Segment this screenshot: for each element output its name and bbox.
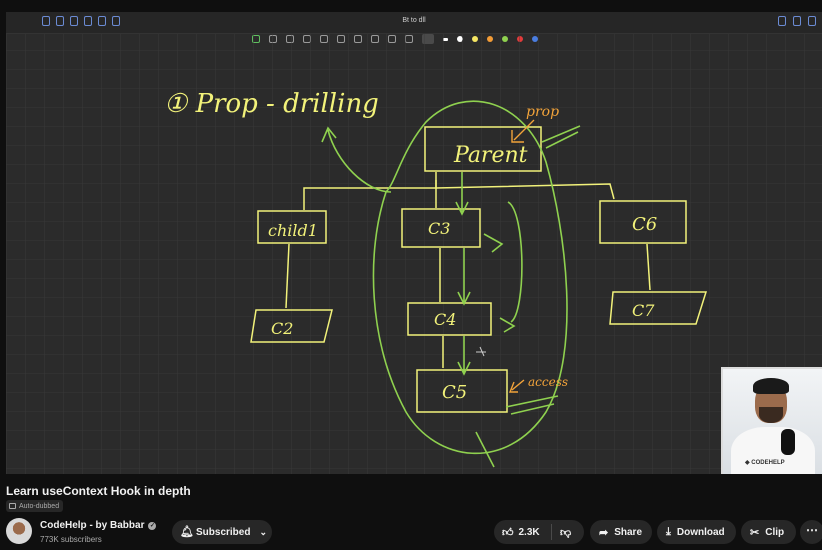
whiteboard-title: Bt to dll (402, 17, 426, 24)
video-player[interactable]: Bt to dll (6, 12, 822, 474)
child1-label: child1 (268, 221, 318, 240)
auto-dubbed-badge: Auto-dubbed (6, 500, 64, 512)
home-icon[interactable] (84, 16, 92, 26)
like-count: 2.3K (518, 526, 540, 538)
sidebar-icon[interactable] (56, 16, 64, 26)
whiteboard-left-controls (42, 16, 120, 26)
parent-label: Parent (453, 143, 528, 168)
chevron-down-icon: ⌄ (259, 526, 268, 537)
green-loop (372, 100, 568, 455)
share-button[interactable]: ➦ Share (590, 520, 652, 544)
share-arrow-icon: ➦ (599, 526, 609, 539)
cursor-icon (476, 346, 486, 357)
c5-label: C5 (442, 382, 467, 403)
c3-box (401, 208, 481, 248)
scissors-icon: ✂ (750, 526, 760, 539)
share-label: Share (614, 526, 643, 538)
c6-label: C6 (632, 214, 657, 235)
more-icon[interactable] (808, 16, 816, 26)
c7-box (609, 291, 708, 325)
clip-label: Clip (765, 526, 785, 538)
sketch-heading: ① Prop - drilling (164, 89, 379, 119)
thumbs-down-icon: 👎︎ (560, 526, 572, 539)
video-title: Learn useContext Hook in depth (6, 484, 191, 498)
dub-icon (9, 503, 16, 509)
access-note: access (528, 375, 568, 389)
channel-name[interactable]: CodeHelp - by Babbar ✓ (40, 520, 157, 531)
more-icon: ⋯ (806, 523, 818, 537)
channel-avatar[interactable] (6, 518, 32, 544)
like-button[interactable]: 👍︎ 2.3K (494, 524, 552, 540)
c6-box (599, 200, 687, 244)
c2-box (250, 309, 333, 343)
child1-box (257, 210, 327, 244)
c7-label: C7 (632, 301, 655, 320)
thumbs-up-icon: 👍︎ (502, 526, 514, 539)
share-doc-icon[interactable] (793, 16, 801, 26)
pages-icon[interactable] (70, 16, 78, 26)
shirt-logo: ◆ CODEHELP (745, 460, 785, 466)
whiteboard-toolbar: Bt to dll (6, 12, 822, 34)
subscribed-button[interactable]: 🔔︎ Subscribed ⌄ (172, 520, 272, 544)
dislike-button[interactable]: 👎︎ (552, 526, 571, 539)
verified-check-icon: ✓ (148, 521, 157, 530)
search-icon[interactable] (98, 16, 106, 26)
download-icon: ⤓ (666, 525, 671, 538)
download-label: Download (676, 526, 725, 538)
channel-name-text[interactable]: CodeHelp - by Babbar (40, 520, 145, 531)
bell-icon: 🔔︎ (180, 525, 194, 538)
c4-label: C4 (434, 310, 456, 329)
microphone-icon (781, 429, 795, 455)
clip-button[interactable]: ✂ Clip (741, 520, 796, 544)
bookmark-icon[interactable] (778, 16, 786, 26)
prop-note: prop (526, 104, 559, 120)
back-icon[interactable] (42, 16, 50, 26)
c4-box (407, 302, 492, 336)
subscriber-count: 773K subscribers (40, 535, 102, 544)
whiteboard-right-controls (778, 16, 816, 26)
whiteboard-canvas: ① Prop - drilling (6, 34, 822, 474)
presenter-webcam: ◆ CODEHELP (721, 367, 822, 474)
like-dislike-group: 👍︎ 2.3K 👎︎ (494, 520, 584, 544)
subscribed-label: Subscribed (196, 526, 251, 538)
mic-icon[interactable] (112, 16, 120, 26)
download-button[interactable]: ⤓ Download (657, 520, 736, 544)
auto-dubbed-label: Auto-dubbed (19, 502, 60, 510)
c3-label: C3 (428, 219, 450, 238)
c2-label: C2 (271, 319, 293, 338)
more-actions-button[interactable]: ⋯ (800, 520, 822, 544)
